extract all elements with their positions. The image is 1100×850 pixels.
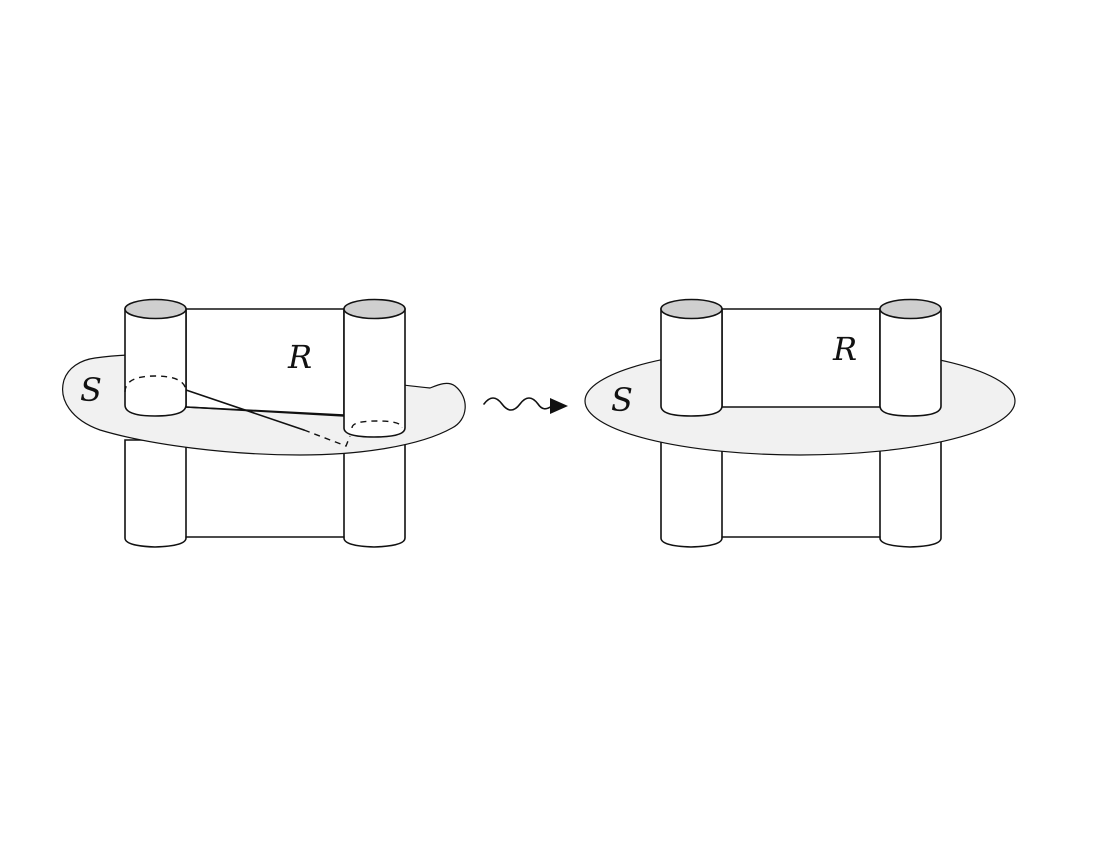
lower-tubes	[124, 439, 406, 548]
panel-before: S R	[62, 298, 466, 548]
squiggly-arrow	[483, 397, 568, 414]
lower-left-tube	[124, 439, 187, 548]
upper-left-tube-after	[660, 308, 723, 417]
lower-left-tube-after	[660, 439, 723, 548]
region-label: R	[287, 338, 312, 376]
band-diagonal-edge	[185, 389, 305, 431]
upper-left-cap	[124, 298, 187, 320]
band-hidden-edge	[303, 429, 351, 447]
band-front-edge	[185, 406, 345, 417]
band-r	[185, 308, 345, 416]
arrowhead	[550, 398, 568, 414]
squiggle-line	[483, 397, 553, 411]
lower-right-tube-after	[879, 439, 942, 548]
upper-left-cap-after	[660, 298, 723, 320]
lower-right-tube	[343, 439, 406, 548]
upper-left-tube	[124, 308, 187, 417]
surface-label: S	[80, 371, 102, 409]
panel-after: S R	[584, 298, 1016, 548]
upper-right-cap-after	[879, 298, 942, 320]
upper-right-cap	[343, 298, 406, 320]
lower-tubes-after	[660, 439, 942, 548]
surface-label-after: S	[611, 381, 633, 419]
upper-right-tube	[343, 308, 406, 438]
upper-left-hidden-rim	[124, 375, 187, 393]
region-label-after: R	[832, 330, 857, 368]
upper-right-hidden-rim	[351, 420, 403, 429]
upper-right-tube-after	[879, 308, 942, 417]
